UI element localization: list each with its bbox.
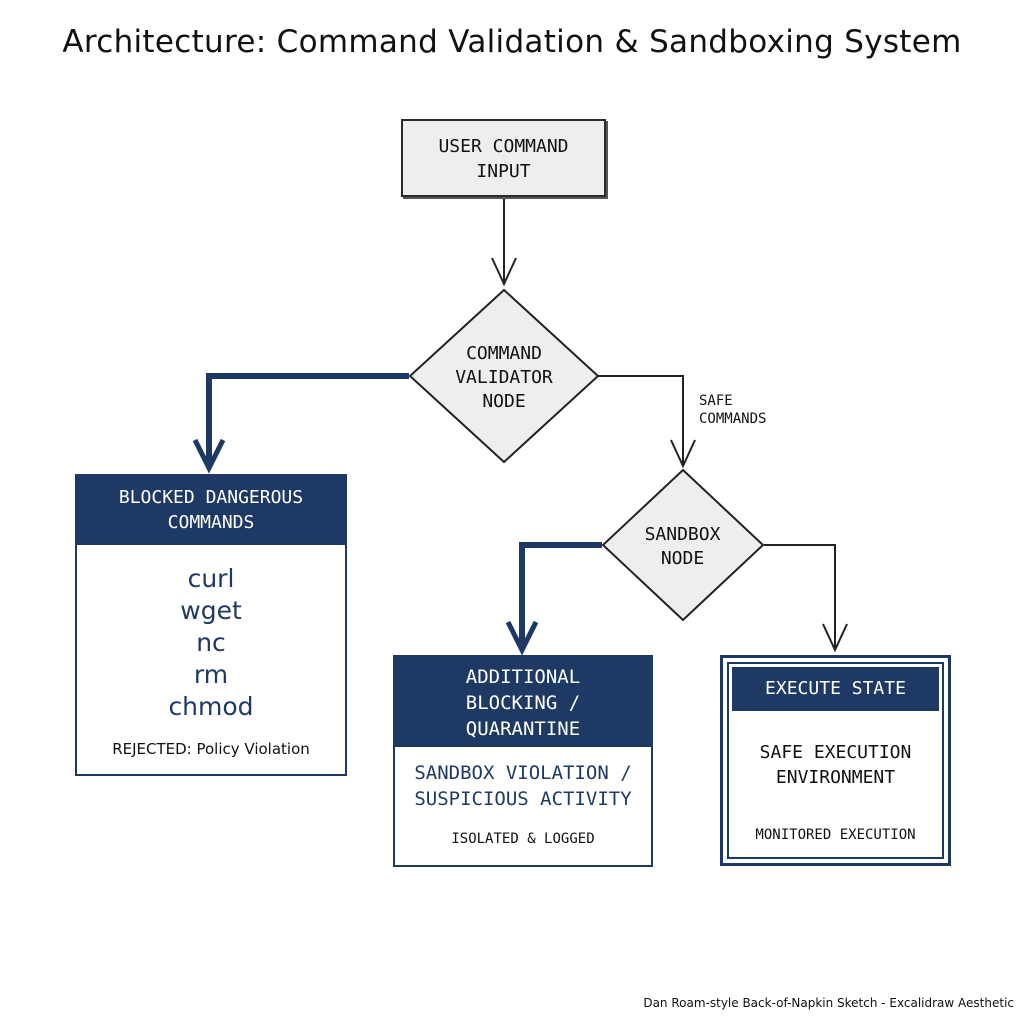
blocked-commands-card: BLOCKED DANGEROUS COMMANDS curl wget nc … [75,474,347,776]
blocked-command-list: curl wget nc rm chmod [77,563,345,723]
connector-sandbox-to-quarantine [519,542,602,644]
validator-line-3: NODE [482,391,526,412]
execute-body-line-1: SAFE EXECUTION [759,742,912,763]
quarantine-header-line-3: QUARANTINE [465,718,581,740]
safe-label-line-1: SAFE [699,393,733,409]
quarantine-card-header: ADDITIONAL BLOCKING / QUARANTINE [395,657,651,747]
execute-card-footer: MONITORED EXECUTION [755,827,916,843]
arrowhead-input-to-validator [491,257,517,287]
style-credit: Dan Roam-style Back-of-Napkin Sketch - E… [643,996,1014,1010]
connector-sandbox-to-execute [764,544,836,648]
blocked-card-footer: REJECTED: Policy Violation [112,740,310,758]
blocked-command-item: nc [196,628,226,657]
connector-validator-to-sandbox [598,375,684,464]
blocked-command-item: wget [180,596,242,625]
arrowhead-validator-to-blocked [192,438,226,474]
quarantine-card-footer: ISOLATED & LOGGED [451,831,595,847]
validator-line-2: VALIDATOR [455,367,553,388]
sandbox-diamond [601,468,765,622]
execute-state-card: EXECUTE STATE SAFE EXECUTION ENVIRONMENT… [720,655,951,866]
quarantine-body-line-1: SANDBOX VIOLATION / [414,762,632,784]
quarantine-header-line-1: ADDITIONAL [465,666,581,688]
blocked-command-item: chmod [168,692,254,721]
user-input-line-1: USER COMMAND [438,136,569,157]
quarantine-body-line-2: SUSPICIOUS ACTIVITY [414,788,632,810]
quarantine-header-line-2: BLOCKING / [465,692,581,714]
page-title: Architecture: Command Validation & Sandb… [62,24,962,60]
blocked-command-item: rm [193,660,229,689]
execute-card-header: EXECUTE STATE [732,667,939,711]
safe-label-line-2: COMMANDS [699,411,767,427]
blocked-header-line-1: BLOCKED DANGEROUS [118,487,304,508]
blocked-card-header: BLOCKED DANGEROUS COMMANDS [77,476,345,545]
user-command-input-node: USER COMMAND INPUT [401,119,606,197]
arrowhead-sandbox-to-quarantine [505,620,539,656]
validator-node-label: COMMAND VALIDATOR NODE [419,342,589,414]
arrowhead-validator-to-sandbox [670,439,696,469]
execute-card-body: SAFE EXECUTION ENVIRONMENT [723,740,948,790]
execute-body-line-2: ENVIRONMENT [775,767,896,788]
validator-diamond [408,288,600,464]
sandbox-line-2: NODE [660,548,705,569]
validator-line-1: COMMAND [466,343,542,364]
user-input-line-2: INPUT [476,161,531,182]
connector-validator-to-blocked [206,373,409,462]
quarantine-card-body: SANDBOX VIOLATION / SUSPICIOUS ACTIVITY [395,760,651,812]
arrowhead-sandbox-to-execute [822,623,848,653]
sandbox-line-1: SANDBOX [644,524,721,545]
blocked-header-line-2: COMMANDS [167,512,255,533]
blocked-command-item: curl [187,564,235,593]
quarantine-card: ADDITIONAL BLOCKING / QUARANTINE SANDBOX… [393,655,653,867]
sandbox-node-label: SANDBOX NODE [610,523,755,571]
safe-commands-edge-label: SAFE COMMANDS [699,392,766,428]
